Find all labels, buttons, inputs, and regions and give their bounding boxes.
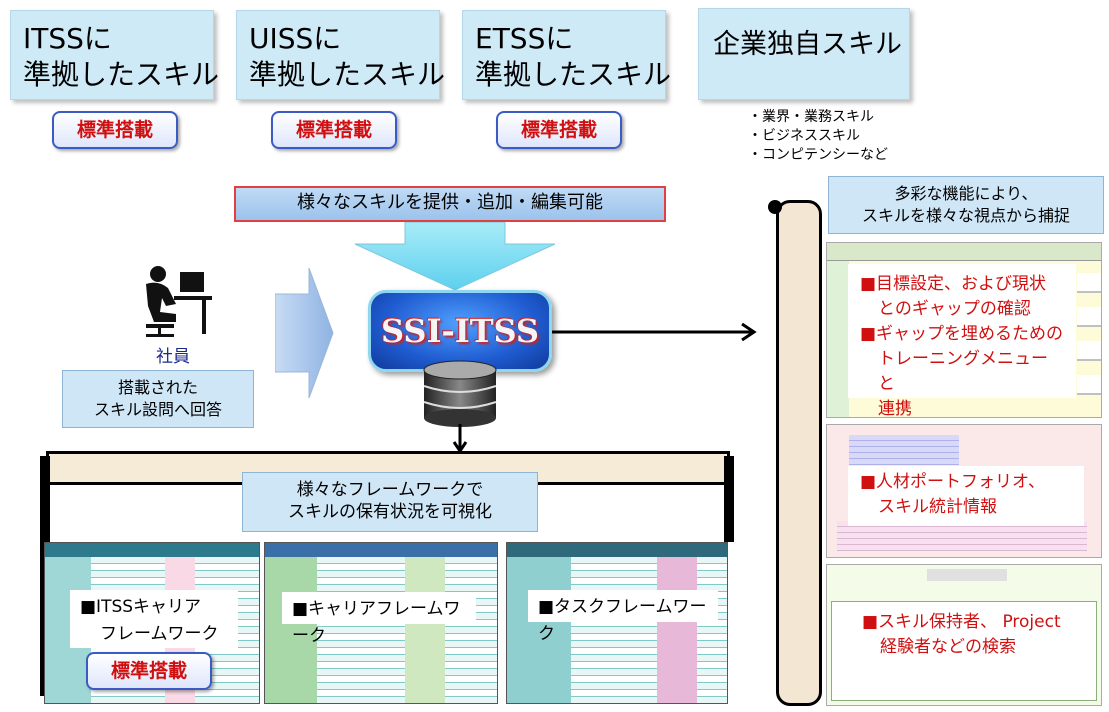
search-features: ■スキル保持者、 Project 経験者などの検索 [850,606,1086,668]
answer-callout: 搭載された スキル設問へ回答 [62,370,254,428]
feature-line: とのギャップの確認 [878,299,1031,319]
feature-line: ■目標設定、および現状 [860,274,1047,294]
itss-career-standard-badge: 標準搭載 [86,652,212,690]
features-scroll [776,200,822,706]
company-skill-bullet: ・ビジネススキル [748,128,860,144]
etss-skill-box: ETSSに 準拠したスキル [462,10,672,100]
scroll-top-knob [768,200,782,214]
itss-career-framework-label: ■ITSSキャリア フレームワーク [70,590,238,648]
database-icon [423,360,497,427]
down-arrow-icon [354,222,556,291]
feature-line: スキル統計情報 [878,497,997,517]
company-skill-bullet: ・コンピテンシーなど [748,147,888,163]
goal-setting-features: ■目標設定、および現状 とのギャップの確認 ■ギャップを埋めるための トレーニン… [848,264,1076,419]
itss-career-framework-label-line1: ■ITSSキャリア [80,597,202,617]
features-callout-line1: 多彩な機能により、 [894,184,1038,203]
etss-skill-line1: ETSSに [475,22,574,55]
itss-skill-box: ITSSに 準拠したスキル [10,10,220,100]
uiss-standard-badge: 標準搭載 [271,111,397,149]
feature-line: 連携 [878,399,912,419]
etss-skill-line2: 準拠したスキル [475,58,672,91]
uiss-skill-line1: UISSに [249,22,342,55]
feature-line: ■人材ポートフォリオ、 [860,472,1046,492]
feature-line: ■スキル保持者、 Project [862,612,1061,632]
career-framework-label: ■キャリアフレームワーク [282,592,476,646]
framework-callout-line2: スキルの保有状況を可視化 [288,502,492,522]
uiss-skill-box: UISSに 準拠したスキル [236,10,446,100]
features-callout: 多彩な機能により、 スキルを様々な視点から捕捉 [828,176,1104,234]
long-right-arrow-icon [552,322,757,342]
answer-callout-line2: スキル設問へ回答 [93,400,222,419]
skill-banner: 様々なスキルを提供・追加・編集可能 [234,186,666,222]
portfolio-features: ■人材ポートフォリオ、 スキル統計情報 [848,466,1084,526]
etss-standard-badge: 標準搭載 [496,111,622,149]
features-callout-line2: スキルを様々な視点から捕捉 [861,206,1070,225]
down-small-arrow-icon [452,424,468,454]
feature-line: 経験者などの検索 [880,637,1016,657]
feature-line: ■ギャップを埋めるための [860,324,1064,344]
company-skill-bullets: ・業界・業務スキル ・ビジネススキル ・コンピテンシーなど [748,108,918,165]
scroll-right-edge [724,456,734,542]
itss-skill-line2: 準拠したスキル [23,58,220,91]
framework-callout: 様々なフレームワークで スキルの保有状況を可視化 [242,472,538,532]
person-at-computer-icon [146,266,212,337]
company-skill-bullet: ・業界・業務スキル [748,109,874,125]
company-skill-box: 企業独自スキル [698,8,910,100]
answer-callout-line1: 搭載された [117,378,198,397]
right-arrow-icon [275,268,334,398]
uiss-skill-line2: 準拠したスキル [249,58,446,91]
framework-callout-line1: 様々なフレームワークで [296,480,484,500]
itss-skill-line1: ITSSに [23,22,112,55]
task-framework-thumbnail [506,542,728,704]
itss-standard-badge: 標準搭載 [52,111,178,149]
itss-career-framework-label-line2: フレームワーク [100,624,219,644]
company-skill-title: 企業独自スキル [713,29,902,60]
employee-label: 社員 [156,347,190,367]
feature-line: トレーニングメニューと [878,349,1048,394]
task-framework-label: ■タスクフレームワーク [528,590,718,644]
